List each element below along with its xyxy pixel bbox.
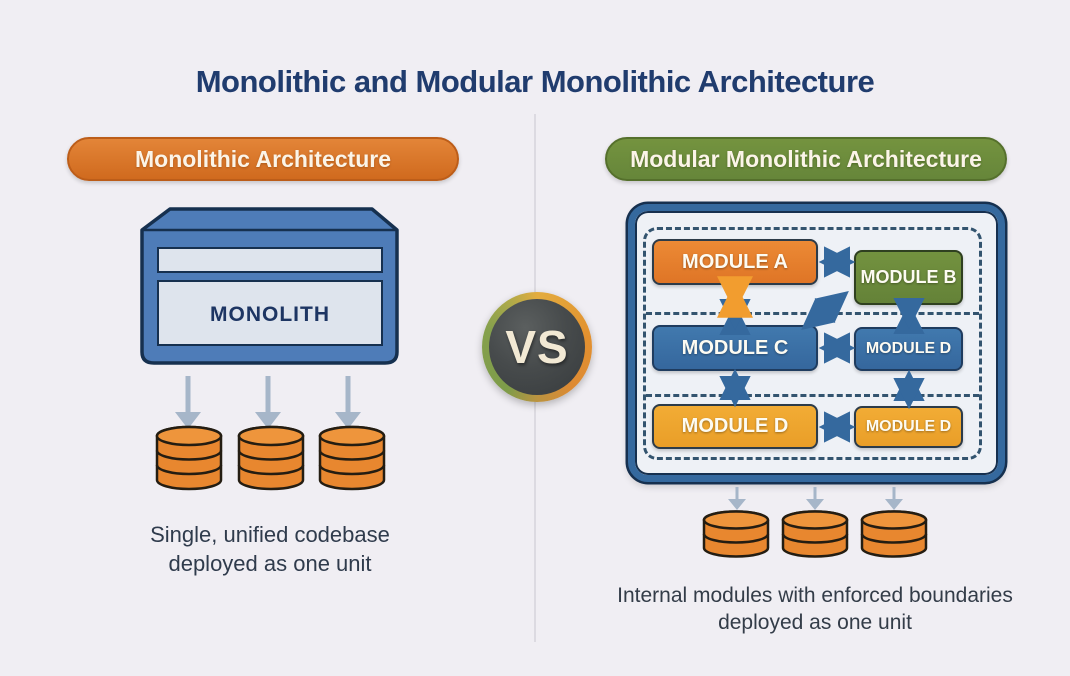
module-d-yellow-left-label: MODULE D xyxy=(681,415,789,437)
modular-header-pill: Modular Monolithic Architecture xyxy=(605,137,1007,181)
module-boundary-divider xyxy=(646,312,979,315)
monolithic-header-pill: Monolithic Architecture xyxy=(67,137,459,181)
vs-badge-label: VS xyxy=(505,321,569,373)
module-c-box: MODULE C xyxy=(652,325,818,371)
database-cylinder-icon xyxy=(155,425,223,491)
down-arrow-icon xyxy=(254,376,282,429)
module-boundary-divider xyxy=(646,394,979,397)
down-arrow-icon xyxy=(727,487,747,510)
module-d-blue-label: MODULE D xyxy=(865,340,952,357)
module-a-box: MODULE A xyxy=(652,239,818,285)
module-a-label: MODULE A xyxy=(682,250,788,273)
down-arrow-icon xyxy=(884,487,904,510)
module-b-label: MODULE B xyxy=(860,267,957,287)
module-d-yellow-right-box: MODULE D xyxy=(854,406,963,448)
module-b-box: MODULE B xyxy=(854,250,963,305)
page-title: Monolithic and Modular Monolithic Archit… xyxy=(195,64,875,99)
vs-badge-inner: VS xyxy=(489,299,585,395)
down-arrow-icon xyxy=(174,376,202,429)
monolith-label: MONOLITH xyxy=(210,303,330,326)
monolithic-caption-line2: deployed as one unit xyxy=(168,551,372,576)
monolithic-caption-line1: Single, unified codebase xyxy=(150,522,390,547)
database-cylinder-icon xyxy=(702,510,770,558)
monolithic-header-label: Monolithic Architecture xyxy=(135,145,391,172)
database-cylinder-icon xyxy=(860,510,928,558)
down-arrow-icon xyxy=(805,487,825,510)
vs-badge: VS xyxy=(482,292,592,402)
down-arrow-icon xyxy=(334,376,362,429)
module-d-yellow-right-label: MODULE D xyxy=(865,418,952,435)
module-c-label: MODULE C xyxy=(681,336,789,359)
database-cylinder-icon xyxy=(237,425,305,491)
database-cylinder-icon xyxy=(318,425,386,491)
module-d-blue-box: MODULE D xyxy=(854,327,963,371)
modular-header-label: Modular Monolithic Architecture xyxy=(630,145,982,172)
monolithic-caption: Single, unified codebase deployed as one… xyxy=(70,520,470,578)
modular-caption-line2: deployed as one unit xyxy=(718,611,912,634)
module-boundary-dashed-border xyxy=(643,227,982,460)
modular-caption-line1: Internal modules with enforced boundarie… xyxy=(617,584,1013,607)
monolith-box-graphic: MONOLITH xyxy=(140,207,399,365)
modular-caption: Internal modules with enforced boundarie… xyxy=(570,582,1060,636)
module-d-yellow-left-box: MODULE D xyxy=(652,404,818,449)
database-cylinder-icon xyxy=(781,510,849,558)
